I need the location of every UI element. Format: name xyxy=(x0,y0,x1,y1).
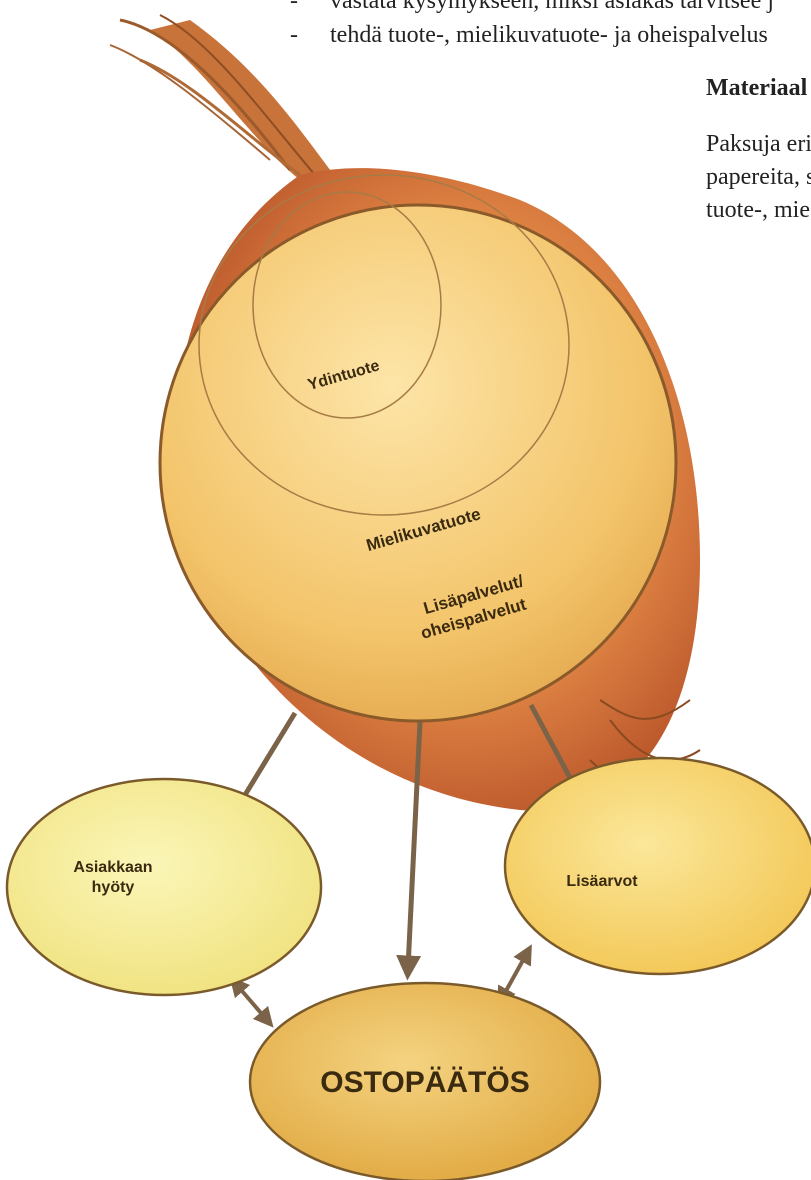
arrow-added-value-decision xyxy=(502,953,527,998)
customer-benefit-label-1: Asiakkaan xyxy=(73,859,152,876)
arrow-benefit-decision xyxy=(236,984,267,1020)
added-value-node xyxy=(505,758,811,974)
purchase-decision-label: OSTOPÄÄTÖS xyxy=(320,1066,529,1099)
added-value-label: Lisäarvot xyxy=(566,873,638,890)
extra-services-layer xyxy=(160,205,676,721)
onion-stem xyxy=(110,15,345,190)
customer-benefit-node xyxy=(7,779,321,995)
customer-benefit-label-2: hyöty xyxy=(92,879,135,896)
